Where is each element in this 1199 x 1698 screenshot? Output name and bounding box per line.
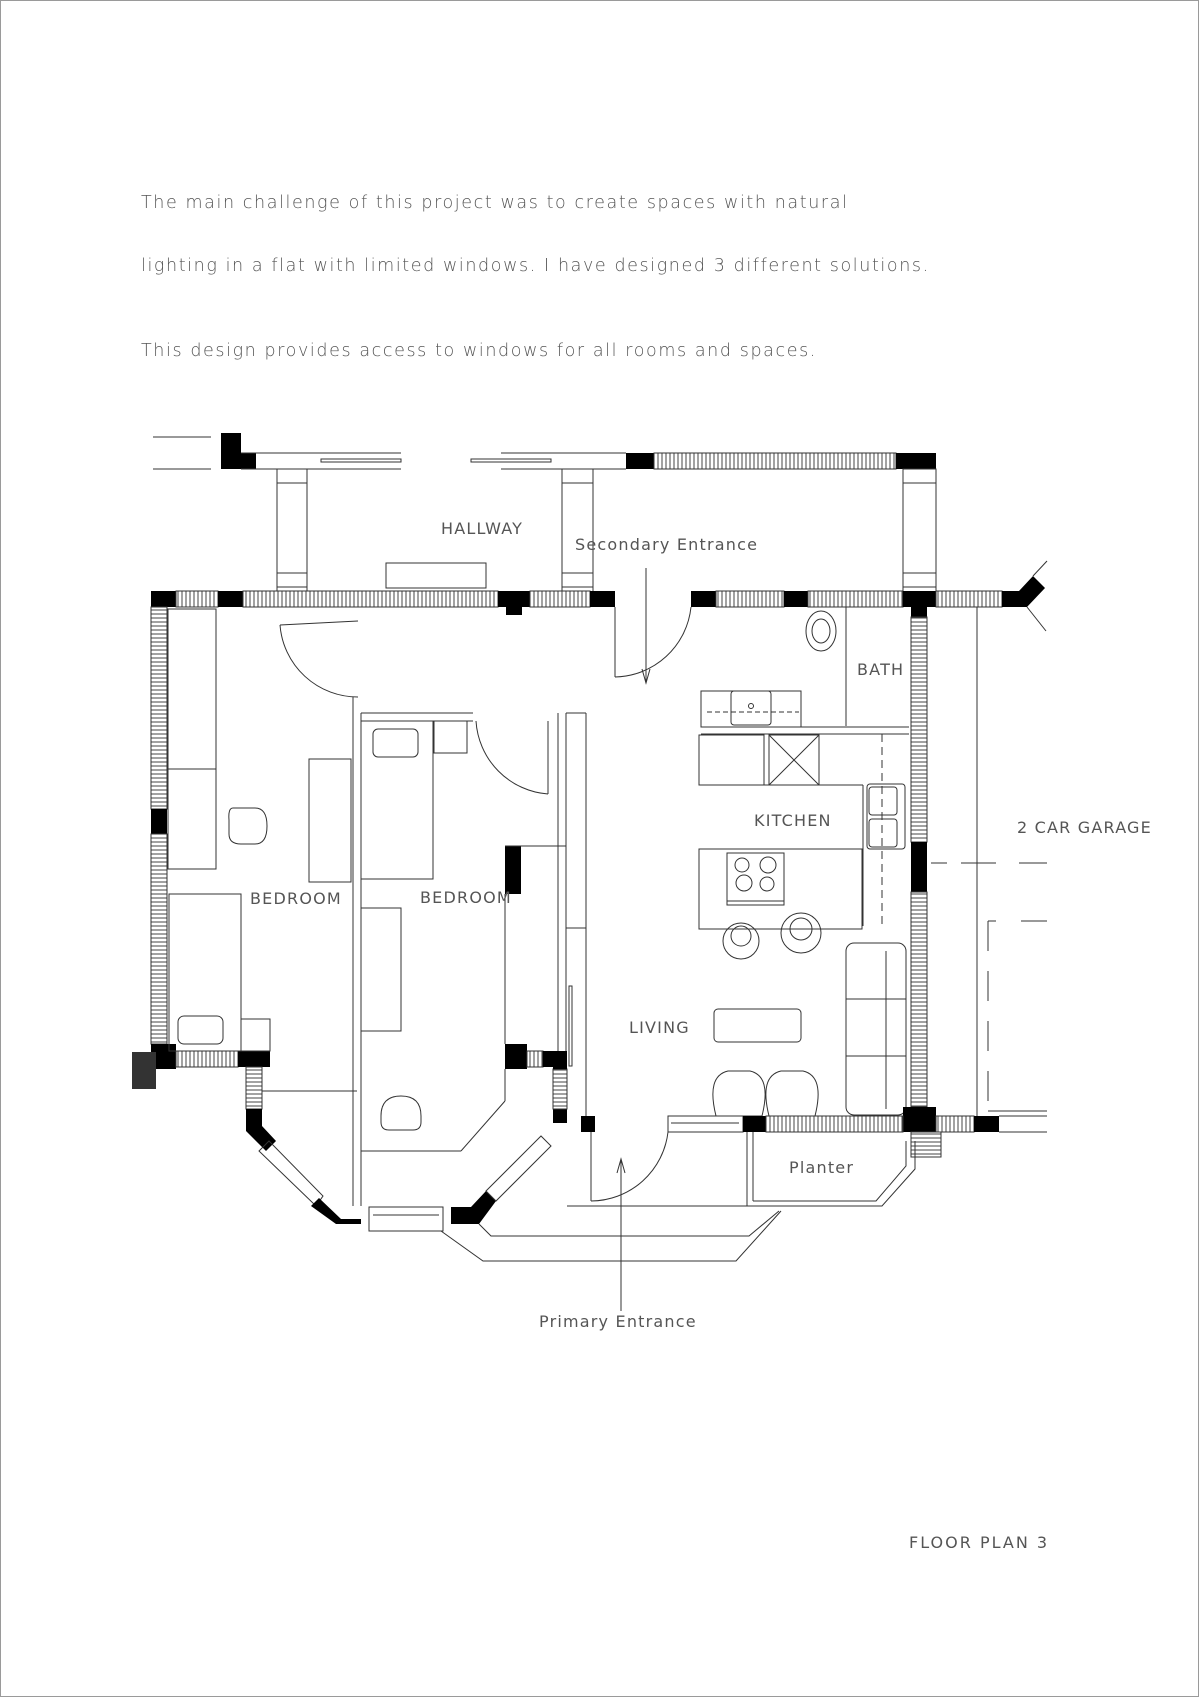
primary-entrance-door (590, 1131, 669, 1311)
corridor-partition (557, 712, 587, 1116)
label-planter: Planter (789, 1158, 854, 1177)
description-line-3: This design provides access to windows f… (141, 341, 817, 361)
project-description: The main challenge of this project was t… (141, 151, 930, 404)
right-exterior-wall (903, 616, 1047, 1158)
label-garage: 2 CAR GARAGE (1017, 818, 1152, 837)
garage-outline (931, 607, 1047, 1116)
label-bedroom-left: BEDROOM (250, 889, 342, 908)
hallway-walls (153, 433, 937, 591)
bedroom-right-furniture (360, 720, 566, 1152)
sheet-title: FLOOR PLAN 3 (909, 1533, 1050, 1552)
planter-and-steps (440, 1132, 916, 1262)
bay-window-left (245, 1044, 568, 1232)
label-living: LIVING (629, 1018, 690, 1037)
label-bedroom-right: BEDROOM (420, 888, 512, 907)
label-hallway: HALLWAY (441, 519, 523, 538)
description-line-2: lighting in a flat with limited windows.… (141, 256, 930, 276)
secondary-entrance-door (614, 568, 692, 685)
left-exterior-wall (132, 606, 270, 1089)
label-primary-entrance: Primary Entrance (539, 1312, 697, 1331)
label-kitchen: KITCHEN (754, 811, 832, 830)
top-exterior-wall (151, 560, 1048, 632)
label-secondary-entrance: Secondary Entrance (575, 535, 758, 554)
description-line-1: The main challenge of this project was t… (141, 193, 849, 213)
bottom-exterior-wall (581, 1115, 904, 1133)
bedroom-left-furniture (167, 608, 359, 1052)
kitchen-bath-fixtures (698, 607, 909, 1117)
label-bath: BATH (857, 660, 904, 679)
